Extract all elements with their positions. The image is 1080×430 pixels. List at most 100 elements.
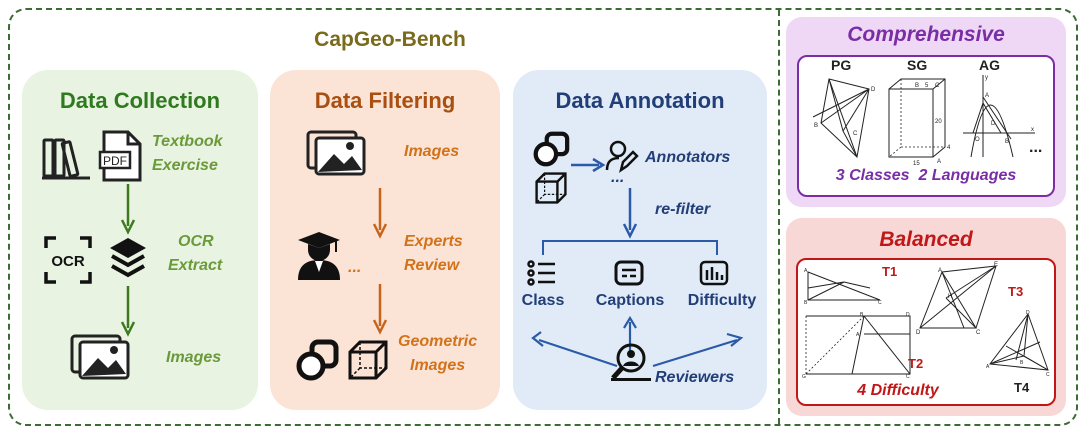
t3-point-label: C (976, 330, 981, 336)
bar-chart-icon (699, 260, 729, 286)
sg-point-label: 15 (913, 161, 920, 167)
comprehensive-box: Comprehensive PG SG AG D C B (786, 17, 1066, 207)
sg-point-label: C (935, 83, 940, 89)
ag-figure: A y x O D B (963, 75, 1035, 158)
arrow-collection-1 (120, 184, 136, 235)
balanced-box: Balanced A B C T1 A E H D C T3 (786, 218, 1066, 416)
arrow-to-annotators (571, 157, 606, 173)
t2-figure: B D A G C (802, 312, 911, 380)
ag-point-label: y (985, 75, 988, 81)
filtering-geo-line2: Images (410, 357, 466, 374)
t1-figure: A B C (804, 268, 882, 306)
annotation-annotators: Annotators (645, 149, 731, 166)
t3-point-label: D (916, 330, 921, 336)
t1-point-label: C (878, 300, 882, 306)
t1-label: T1 (882, 264, 898, 279)
sg-point-label: 4 (947, 145, 951, 151)
t3-figure: A E H D C (916, 262, 998, 336)
ag-point-label: A (985, 93, 989, 99)
class-sg-label: SG (907, 57, 928, 73)
annotation-class: Class (521, 292, 565, 309)
t4-label: T4 (1014, 380, 1030, 395)
layers-icon (110, 238, 146, 278)
sg-figure: B 5 C 20 4 A 15 (888, 78, 951, 167)
collection-title: Data Collection (59, 88, 221, 113)
comprehensive-title: Comprehensive (847, 23, 1005, 46)
ag-point-label: D (991, 121, 996, 127)
arrow-collection-2 (120, 286, 136, 337)
cube-icon (348, 340, 388, 380)
annotation-shapes-icon (533, 131, 570, 167)
t3-point-label: E (994, 262, 998, 268)
annotation-refilter: re-filter (655, 201, 711, 218)
images-icon (70, 334, 130, 380)
t2-point-label: C (906, 374, 910, 380)
annotation-title: Data Annotation (555, 88, 725, 113)
filtering-experts-line2: Review (404, 257, 460, 274)
comprehensive-ellipsis: ... (1029, 139, 1043, 156)
t4-figure: D A C B (986, 310, 1050, 378)
filtering-images: Images (404, 143, 460, 160)
t3-label: T3 (1008, 284, 1024, 299)
annotator-icon (605, 140, 639, 173)
filtering-title: Data Filtering (314, 88, 456, 113)
branch-bracket (542, 240, 718, 255)
filtering-panel: Data Filtering Images ... Experts Review (270, 70, 500, 410)
t2-point-label: B (860, 312, 864, 318)
books-icon (42, 138, 90, 180)
annotation-panel: Data Annotation Annotators ... re-filter (513, 70, 767, 410)
t3-point-label: H (948, 294, 952, 300)
sg-point-label: 20 (935, 119, 942, 125)
pg-point-label: C (853, 131, 858, 137)
class-pg-label: PG (831, 57, 852, 73)
annotation-difficulty: Difficulty (687, 292, 757, 309)
reviewer-arrows (531, 315, 744, 368)
filter-images-icon (306, 130, 366, 176)
collection-images: Images (166, 349, 222, 366)
arrow-filtering-2 (372, 284, 388, 335)
balanced-title: Balanced (879, 228, 973, 251)
t3-point-label: A (938, 268, 942, 274)
balanced-caption: 4 Difficulty (857, 382, 939, 399)
annotation-captions: Captions (595, 292, 665, 309)
class-ag-label: AG (979, 57, 1000, 73)
pg-point-label: B (814, 123, 818, 129)
main-frame (8, 8, 1078, 426)
t2-point-label: G (802, 374, 806, 380)
reviewer-icon (611, 343, 651, 381)
divider (778, 10, 780, 424)
filtering-ellipsis: ... (348, 259, 362, 276)
collection-panel: Data Collection PDF Textbook Exercise OC… (22, 70, 258, 410)
annotation-cube-icon (535, 172, 567, 204)
graduation-expert-icon (298, 232, 340, 280)
collection-ocr-line2: Extract (168, 257, 223, 274)
page-title: CapGeo-Bench (314, 28, 466, 51)
comprehensive-caption: 3 Classes 2 Languages (835, 167, 1017, 184)
filtering-geo-line1: Geometric (398, 333, 478, 350)
t2-point-label: A (856, 332, 860, 338)
t4-point-label: B (1020, 360, 1024, 366)
shapes-icon (296, 339, 339, 381)
t4-point-label: C (1046, 372, 1050, 378)
ag-point-label: B (1005, 139, 1009, 145)
filtering-experts-line1: Experts (404, 233, 463, 250)
sg-point-label: A (937, 159, 941, 165)
list-icon (527, 260, 555, 286)
ocr-scan-icon: OCR (44, 236, 92, 284)
collection-ocr-line1: OCR (178, 233, 214, 250)
t2-point-label: D (906, 312, 910, 318)
t1-point-label: B (804, 300, 808, 306)
collection-source-line2: Exercise (152, 157, 218, 174)
pdf-icon-text: PDF (103, 154, 127, 168)
sg-point-label: 5 (925, 83, 929, 89)
pg-figure: D C B (812, 78, 876, 159)
sg-point-label: B (915, 83, 919, 89)
annotation-ellipsis: ... (611, 169, 625, 186)
collection-source-line1: Textbook (152, 133, 223, 150)
t4-point-label: D (1026, 310, 1030, 316)
annotation-reviewers: Reviewers (655, 369, 735, 386)
arrow-refilter (622, 188, 638, 239)
comprehensive-card: PG SG AG D C B B 5 (797, 55, 1055, 197)
caption-icon (614, 260, 644, 286)
ocr-icon-text: OCR (51, 253, 85, 270)
